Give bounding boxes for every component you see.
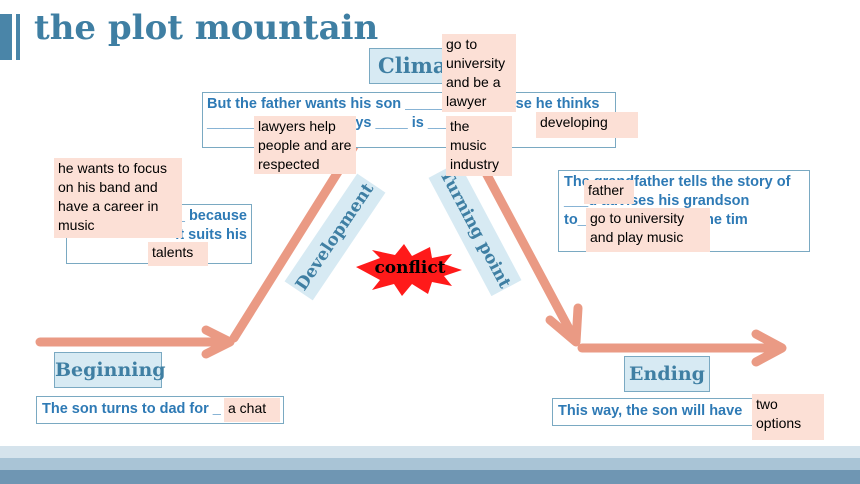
footer-stripe-light	[0, 446, 860, 458]
note-two-options: two options	[752, 394, 824, 440]
footer-stripe-dark	[0, 470, 860, 484]
ending-label: Ending	[624, 356, 710, 392]
note-developing: developing	[536, 112, 638, 138]
note-chat: a chat	[224, 398, 280, 422]
note-father: father	[584, 180, 634, 204]
note-climax: go to university and be a lawyer	[442, 34, 516, 112]
beginning-label: Beginning	[54, 352, 166, 388]
page-title: the plot mountain	[34, 8, 379, 48]
footer-stripe-mid	[0, 458, 860, 470]
title-accent-bar-thin	[16, 14, 20, 60]
note-talents: talents	[148, 242, 208, 266]
note-band: he wants to focus on his band and have a…	[54, 158, 182, 238]
ending-arrow-head	[751, 329, 787, 367]
note-lawyers: lawyers help people and are respected	[254, 116, 356, 174]
note-music-industry: the music industry	[446, 116, 512, 176]
note-university-music: go to university and play music	[586, 208, 710, 252]
conflict-burst-icon	[356, 244, 462, 296]
conflict-label: conflict	[374, 258, 446, 278]
beginning-arrow-head	[201, 325, 235, 359]
turning-point-arrow-head	[545, 303, 583, 347]
title-accent-bar	[0, 14, 12, 60]
